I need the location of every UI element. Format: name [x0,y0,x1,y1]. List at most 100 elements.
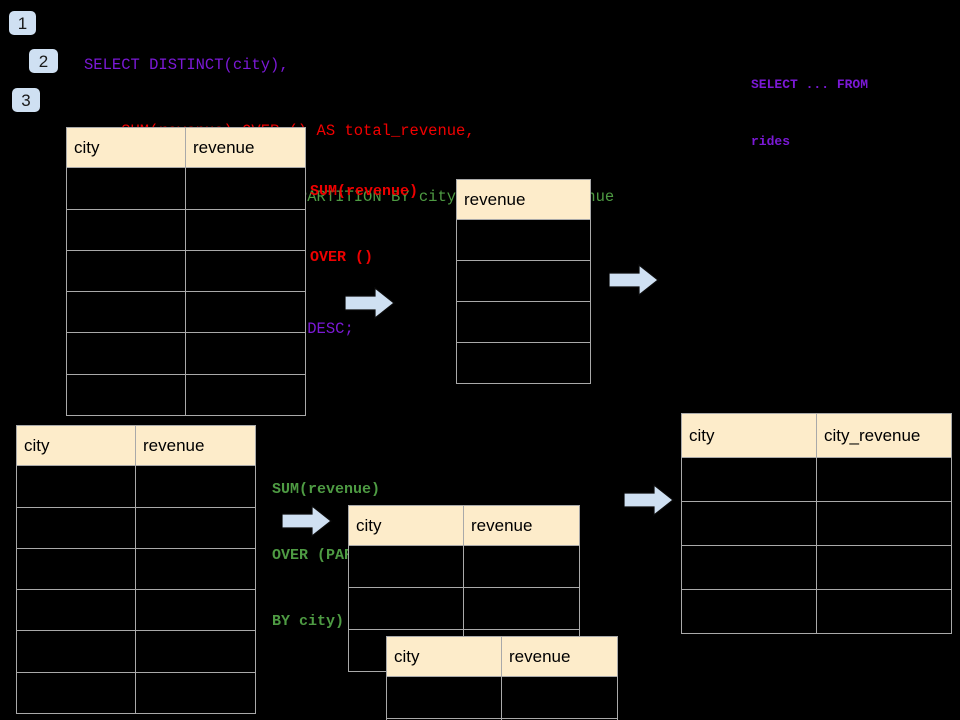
column-header-city: city [66,126,186,169]
table-row-header: city revenue [16,424,256,467]
column-header-revenue: revenue [135,424,256,467]
table-row [66,332,306,375]
table-row [66,291,306,334]
table-cell [386,676,502,719]
table-cell [501,676,618,719]
table-cell [456,219,591,261]
table-cell [185,249,306,293]
table-row [456,342,591,384]
table-row [16,547,256,591]
table-partition-b: city revenue [386,636,618,720]
annotation-sum-over-partition: SUM(revenue) OVER (PARTITION BY city) [272,435,407,677]
table-cell [185,208,306,251]
side-note-line-1: SELECT ... FROM [751,77,869,92]
table-cell [816,457,952,502]
annotation-sum-over-empty: SUM(revenue) OVER () [310,137,418,313]
table-cell [501,718,618,720]
table-row [66,249,306,293]
table-row [348,587,580,630]
flow-arrow-total-to-result [609,264,659,296]
table-row [16,465,256,508]
sql-line-select: SELECT DISTINCT(city), [84,56,289,74]
table-cell [681,545,817,590]
table-cell [135,506,256,549]
table-row [456,301,591,343]
column-header-city: city [16,424,136,467]
table-cell [66,291,186,334]
flow-arrow-to-partitions [282,505,332,537]
table-cell [681,589,817,634]
side-note-line-2: rides [751,134,791,149]
table-cell [816,589,952,634]
table-row [456,260,591,302]
table-row [16,589,256,632]
table-cell [456,301,591,343]
table-cell [16,589,136,632]
table-cell [66,373,186,417]
table-row-header: revenue [456,179,591,220]
table-cell [348,545,464,588]
table-cell [16,547,136,591]
table-cell [681,501,817,546]
table-row [681,589,952,634]
column-header-city-revenue: city_revenue [816,413,952,458]
table-row-header: city revenue [386,636,618,677]
table-total-revenue: revenue [456,179,591,384]
annotation-sum-over-partition-line-1: SUM(revenue) [272,481,381,498]
table-cell [16,465,136,508]
table-cell [185,167,306,210]
table-cell [16,671,136,715]
table-cell [66,208,186,251]
table-source-bottom: city revenue [16,424,256,715]
flow-arrow-partitions-to-result [624,484,674,516]
table-row [681,545,952,590]
table-row [386,718,618,720]
table-cell [66,332,186,375]
table-cell [135,465,256,508]
table-row [16,630,256,673]
column-header-city: city [681,413,817,458]
annotation-sum-over-empty-line-1: SUM(revenue) [310,183,419,200]
table-cell [348,587,464,630]
table-cell [16,506,136,549]
table-cell [456,260,591,302]
table-row [386,676,618,719]
step-badge-2-label: 2 [38,51,49,71]
table-source-top: city revenue [66,126,306,417]
table-cell [681,457,817,502]
table-cell [463,587,580,630]
table-cell [816,501,952,546]
table-cell [185,291,306,334]
table-cell [66,249,186,293]
column-header-revenue: revenue [463,505,580,546]
table-row-header: city city_revenue [681,413,952,458]
table-row-header: city revenue [66,126,306,169]
table-result: city city_revenue [681,413,952,634]
table-cell [135,547,256,591]
step-badge-1-label: 1 [17,13,28,33]
table-row [16,671,256,715]
column-header-city: city [348,505,464,546]
column-header-revenue: revenue [501,636,618,677]
table-cell [66,167,186,210]
table-cell [816,545,952,590]
column-header-revenue: revenue [185,126,306,169]
table-row [66,208,306,251]
table-cell [463,545,580,588]
table-row [66,373,306,417]
table-cell [185,332,306,375]
step-badge-2: 2 [29,49,58,73]
column-header-revenue: revenue [456,179,591,220]
table-row [66,167,306,210]
annotation-sum-over-partition-line-3: BY city) [272,613,345,630]
column-header-city: city [386,636,502,677]
table-cell [135,630,256,673]
table-cell [135,589,256,632]
table-row-header: city revenue [348,505,580,546]
table-row [681,457,952,502]
table-row [348,545,580,588]
table-cell [16,630,136,673]
flow-arrow-to-total-revenue [345,287,395,319]
step-badge-1: 1 [9,11,36,35]
